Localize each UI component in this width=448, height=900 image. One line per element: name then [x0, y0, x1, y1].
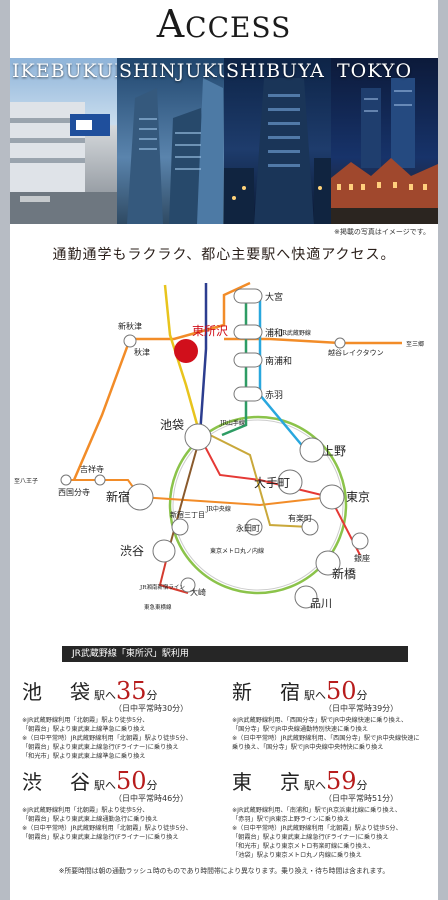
station-shin-akitsu [123, 334, 137, 348]
photo-shibuya: SHIBUYA [224, 58, 331, 224]
route-tokyo: 東 京駅へ59分 （日中平常時51分） ※JR武蔵野線利用、「南浦和」駅でJR京… [232, 767, 402, 859]
inner-loop [172, 419, 344, 591]
page-title: ACCESS [156, 2, 292, 46]
route-shinjuku: 新 宿駅へ50分 （日中平常時39分） ※JR武蔵野線利用、「西国分寺」駅でJR… [232, 677, 420, 751]
photo-label: SHIBUYA [226, 60, 325, 82]
label-nagatacho: 永田町 [236, 523, 260, 533]
route-sub: （日中平常時46分） [114, 794, 189, 803]
label-shinjuku-sanchome: 新宿三丁目 [170, 510, 205, 519]
label-shonan: JR湘南新宿ライン [139, 583, 185, 591]
photo-label: SHINJUKU [119, 60, 234, 82]
photo-shinjuku: SHINJUKU [117, 58, 233, 224]
photo-tokyo: TOKYO [331, 58, 438, 224]
label-chuo: JR中央線 [205, 505, 231, 513]
route-notes: ※JR武蔵野線利用、「西国分寺」駅でJR中央線快速に乗り換え、「国分寺」駅でJR… [232, 717, 420, 751]
label-akitsu: 秋津 [134, 347, 150, 357]
route-sub: （日中平常時30分） [114, 704, 189, 713]
station-omiya [233, 288, 263, 304]
route-notes: ※JR武蔵野線利用、「南浦和」駅でJR京浜東北線に乗り換え、「赤羽」駅でJR東京… [232, 807, 402, 859]
label-musashino: JR武蔵野線 [279, 329, 311, 337]
label-tokyo: 東京 [346, 490, 370, 504]
label-kichijoji: 吉祥寺 [80, 464, 104, 474]
origin-station-marker [174, 339, 198, 363]
label-omiya: 大宮 [265, 291, 283, 303]
route-sub: （日中平常時51分） [324, 794, 399, 803]
label-nishi-kokubunji: 西国分寺 [58, 488, 90, 497]
label-shimbashi: 新橋 [332, 566, 356, 581]
label-ginza: 銀座 [354, 553, 370, 563]
marunouchi-line [199, 436, 361, 556]
station-osaki [180, 577, 196, 593]
label-tokyu: 東急東横線 [144, 603, 172, 611]
photo-label: TOKYO [337, 60, 413, 82]
station-akabane [233, 386, 263, 402]
photo-note: ※掲載の写真はイメージです。 [333, 228, 430, 236]
route-station: 池 袋 [22, 680, 94, 704]
station-koshigaya [334, 337, 346, 349]
station-nagatacho [245, 518, 263, 536]
route-sub: （日中平常時39分） [324, 704, 399, 713]
label-shinagawa: 品川 [310, 597, 332, 610]
musashino-line [72, 281, 251, 481]
label-shibuya: 渋谷 [120, 544, 144, 558]
station-nishi-kokubunji-west [60, 474, 72, 486]
route-station: 渋 谷 [22, 770, 94, 794]
label-osaki: 大崎 [190, 587, 206, 597]
station-shinjuku [126, 483, 154, 511]
station-tokyo [319, 484, 345, 510]
label-akabane: 赤羽 [265, 390, 283, 401]
route-minutes: 59 [326, 767, 357, 795]
route-station: 東 京 [232, 770, 304, 794]
station-ueno [299, 437, 325, 463]
station-ikebukuro [184, 423, 212, 451]
label-koshigaya: 越谷レイクタウン [328, 348, 384, 357]
station-shibuya [152, 539, 176, 563]
seibu-line [163, 284, 202, 436]
route-ikebukuro: 池 袋駅へ35分 （日中平常時30分） ※JR武蔵野線利用「北朝霞」駅より徒歩5… [22, 677, 192, 760]
footnote: ※所要時間は朝の通勤ラッシュ時のものであり時間帯により異なります。乗り換え・待ち… [58, 867, 390, 875]
station-ginza [351, 532, 369, 550]
route-minutes: 50 [116, 767, 147, 795]
photo-ikebukuro: IKEBUKURO [10, 58, 145, 224]
yurakucho-line [209, 434, 311, 528]
station-nishi-kokubunji [94, 474, 106, 486]
route-notes: ※JR武蔵野線利用「北朝霞」駅より徒歩5分、「朝霞台」駅より東武東上線通勤急行に… [22, 807, 192, 841]
label-yamanote: JR山手線 [219, 419, 245, 427]
station-otemachi [277, 469, 303, 495]
label-otemachi: 大手町 [254, 476, 290, 490]
station-urawa [233, 324, 263, 340]
station-shinjuku-sanchome [171, 518, 189, 536]
station-yurakucho [301, 518, 319, 536]
headline: 通勤通学もラクラク、都心主要駅へ快適アクセス。 [52, 247, 396, 263]
label-urawa: 浦和 [265, 327, 283, 339]
route-map-svg: 東所沢 大宮 浦和 南浦和 赤羽 池袋 上野 大手町 東京 新宿 新宿三丁目 永… [14, 281, 424, 611]
label-shin-akitsu: 新秋津 [118, 321, 142, 331]
label-marunouchi: 東京メトロ丸ノ内線 [210, 547, 264, 555]
origin-label: 東所沢 [192, 324, 228, 338]
label-ueno: 上野 [322, 444, 346, 458]
route-minutes: 35 [116, 677, 147, 705]
station-minami-urawa [233, 352, 263, 368]
tobu-tojo-line [198, 283, 208, 437]
route-shibuya: 渋 谷駅へ50分 （日中平常時46分） ※JR武蔵野線利用「北朝霞」駅より徒歩5… [22, 767, 192, 841]
route-minutes: 50 [326, 677, 357, 705]
route-station: 新 宿 [232, 680, 304, 704]
route-notes: ※JR武蔵野線利用「北朝霞」駅より徒歩5分、「朝霞台」駅より東武東上線準急に乗り… [22, 717, 192, 760]
photo-label: IKEBUKURO [12, 60, 146, 82]
label-minami-urawa: 南浦和 [265, 355, 292, 367]
musashino-east [224, 337, 402, 345]
label-ikebukuro: 池袋 [160, 418, 184, 432]
jr-station-bar: JR武蔵野線「東所沢」駅利用 [62, 646, 408, 662]
label-misato: 至三郷 [406, 340, 424, 348]
label-yurakucho: 有楽町 [288, 513, 312, 523]
label-hachioji: 至八王子 [14, 478, 38, 485]
access-page: ACCESS IKEBUKURO [10, 0, 438, 900]
route-map: 東所沢 大宮 浦和 南浦和 赤羽 池袋 上野 大手町 東京 新宿 新宿三丁目 永… [10, 275, 438, 620]
yamanote-loop [168, 415, 348, 595]
city-photo-strip: IKEBUKURO SHINJUKU [10, 58, 438, 224]
station-shinagawa [294, 585, 318, 609]
keihin-line [258, 295, 311, 456]
station-shimbashi [315, 550, 341, 576]
label-shinjuku: 新宿 [106, 489, 130, 504]
